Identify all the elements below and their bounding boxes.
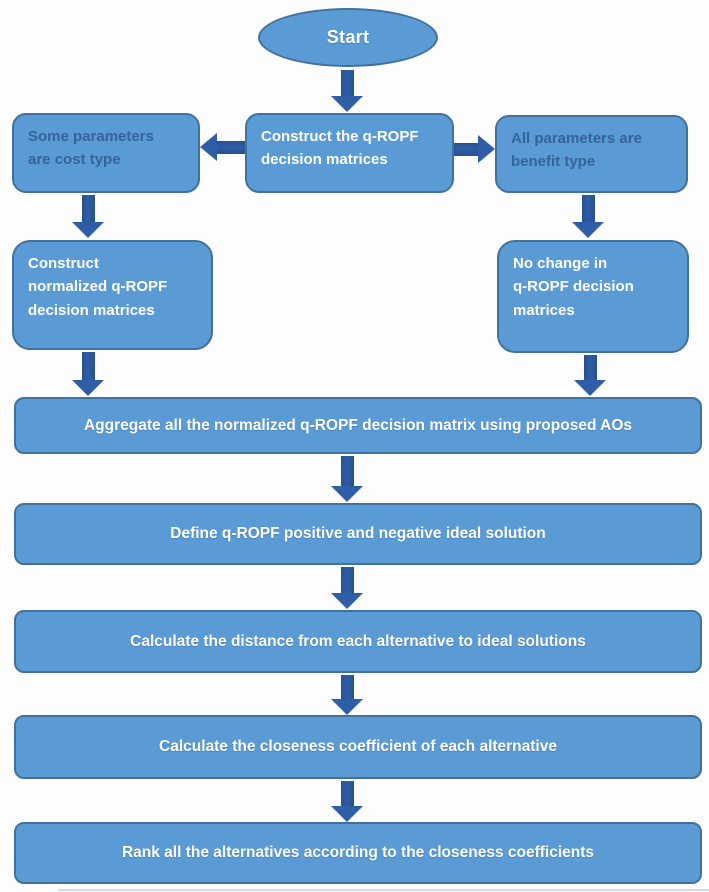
arrow-down-head [331,96,363,112]
flow-node-rank-label: Rank all the alternatives according to t… [121,844,595,861]
arrow-down-head [331,699,363,715]
arrow-stem [581,195,595,222]
flow-node-closeness-label: Calculate the closeness coefficient of e… [159,738,557,755]
arrow-construct-to-benefit [454,135,495,163]
flow-node-aggregate-label: Aggregate all the normalized q-ROPF deci… [83,416,633,434]
arrow-down-head [331,593,363,609]
arrow-stem [340,567,354,593]
flow-node-distance-label: Calculate the distance from each alterna… [130,632,586,650]
flow-node-rank: Rank all the alternatives according to t… [14,822,702,884]
arrow-stem [340,70,354,96]
flow-node-distance: Calculate the distance from each alterna… [14,610,702,673]
arrow-down-head [572,222,604,238]
flow-node-construct-matrices-label: Construct the q-ROPF decision matrices [261,128,419,169]
arrow-stem [217,140,245,154]
flow-node-construct-matrices: Construct the q-ROPF decision matrices [245,113,454,193]
arrow-stem [81,195,95,222]
arrow-down-head [331,806,363,822]
arrow-stem [340,781,354,806]
arrow-stem [340,675,354,699]
arrow-down-head [72,380,104,396]
flow-node-start-label: Start [326,27,370,47]
flow-node-cost-type-label: Some parameters are cost type [28,128,154,169]
arrow-aggregate-to-ideal [331,456,363,502]
flow-node-aggregate: Aggregate all the normalized q-ROPF deci… [14,397,702,454]
arrow-closeness-to-rank [331,781,363,822]
arrow-stem [583,355,597,380]
flow-node-no-change: No change in q-ROPF decision matrices [497,240,689,353]
arrow-start-to-construct [331,70,363,112]
flow-node-benefit-type-label: All parameters are benefit type [511,130,642,171]
arrow-normalize-to-aggregate [72,352,104,396]
flow-node-no-change-label: No change in q-ROPF decision matrices [513,255,634,319]
arrow-right-head [478,135,495,163]
flow-node-ideal-solution-label: Define q-ROPF positive and negative idea… [170,525,546,542]
arrow-benefit-to-nochange [572,195,604,238]
arrow-nochange-to-aggregate [574,355,606,396]
flow-node-normalized-matrices-label: Construct normalized q-ROPF decision mat… [28,255,168,319]
flow-node-start: Start [258,8,438,67]
flow-node-ideal-solution: Define q-ROPF positive and negative idea… [14,503,702,565]
arrow-stem [81,352,95,380]
table-edge-line [58,889,709,891]
arrow-cost-to-normalize [72,195,104,238]
flow-node-benefit-type: All parameters are benefit type [495,115,688,193]
flow-node-closeness: Calculate the closeness coefficient of e… [14,715,702,779]
arrow-distance-to-closeness [331,675,363,715]
arrow-left-head [200,133,217,161]
arrow-construct-to-cost [200,133,245,161]
flow-node-cost-type: Some parameters are cost type [12,113,200,193]
arrow-stem [454,142,478,156]
arrow-down-head [331,486,363,502]
flow-node-normalized-matrices: Construct normalized q-ROPF decision mat… [12,240,213,350]
arrow-stem [340,456,354,486]
arrow-down-head [72,222,104,238]
arrow-ideal-to-distance [331,567,363,609]
arrow-down-head [574,380,606,396]
